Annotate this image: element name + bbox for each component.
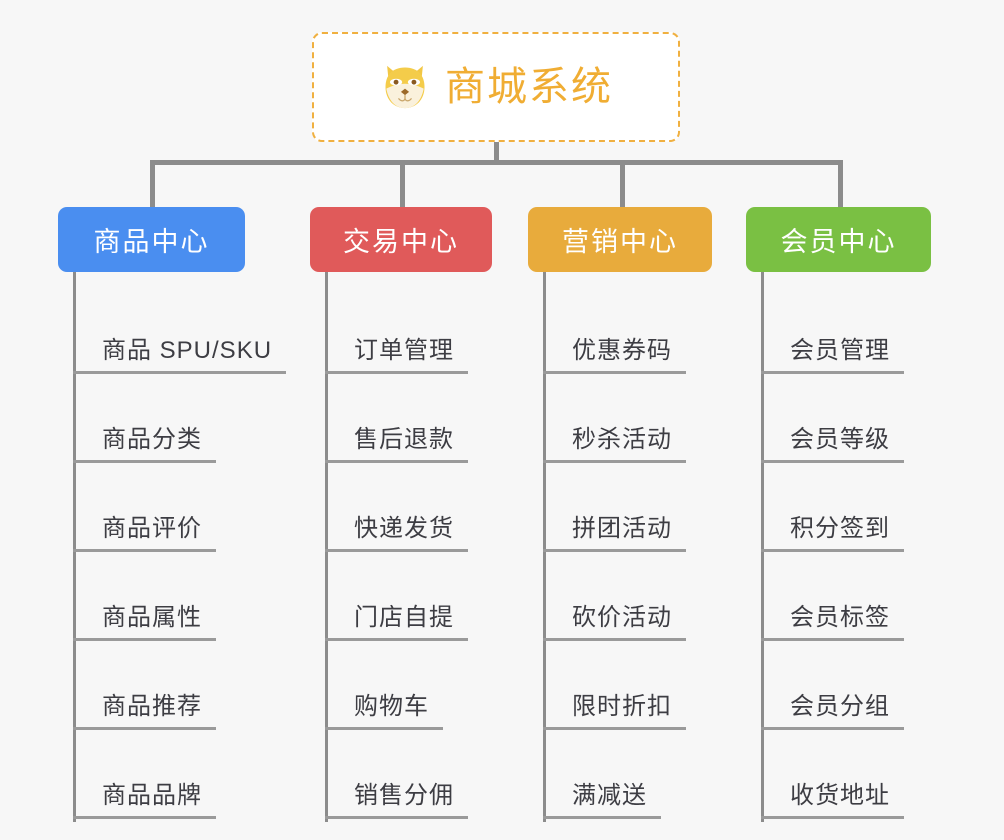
category-header-4[interactable]: 会员中心 [746, 207, 931, 272]
category-column-1: 商品中心 商品 SPU/SKU 商品分类 商品评价 商品属性 商品推荐 商品品牌 [58, 207, 308, 822]
leaf-label: 秒杀活动 [543, 426, 686, 463]
leaf-label: 砍价活动 [543, 604, 686, 641]
leaf-label: 会员管理 [761, 337, 904, 374]
root-node-title: 商城系统 [445, 65, 613, 109]
list-item[interactable]: 商品品牌 [58, 730, 308, 819]
leaf-spine-1 [73, 272, 76, 822]
connector-root-stem [494, 142, 499, 165]
category-header-2[interactable]: 交易中心 [310, 207, 492, 272]
leaf-label: 积分签到 [761, 515, 904, 552]
leaf-label: 售后退款 [325, 426, 468, 463]
category-header-1-label: 商品中心 [93, 227, 210, 257]
connector-drop-4 [838, 160, 843, 208]
list-item[interactable]: 收货地址 [746, 730, 966, 819]
leaf-label: 商品品牌 [73, 782, 216, 819]
leaf-label: 收货地址 [761, 782, 904, 819]
list-item[interactable]: 销售分佣 [310, 730, 530, 819]
connector-drop-3 [620, 160, 625, 208]
leaf-label: 优惠券码 [543, 337, 686, 374]
category-column-4: 会员中心 会员管理 会员等级 积分签到 会员标签 会员分组 收货地址 [746, 207, 966, 822]
list-item[interactable]: 秒杀活动 [528, 374, 748, 463]
list-item[interactable]: 积分签到 [746, 463, 966, 552]
category-column-2: 交易中心 订单管理 售后退款 快递发货 门店自提 购物车 销售分佣 [310, 207, 530, 822]
list-item[interactable]: 会员标签 [746, 552, 966, 641]
leaf-label: 会员等级 [761, 426, 904, 463]
leaf-label: 门店自提 [325, 604, 468, 641]
root-node-mall-system[interactable]: 商城系统 [312, 32, 680, 142]
leaf-list-4: 会员管理 会员等级 积分签到 会员标签 会员分组 收货地址 [746, 272, 966, 822]
connector-horizontal-bus [150, 160, 842, 165]
list-item[interactable]: 会员分组 [746, 641, 966, 730]
category-header-1[interactable]: 商品中心 [58, 207, 245, 272]
leaf-list-2: 订单管理 售后退款 快递发货 门店自提 购物车 销售分佣 [310, 272, 530, 822]
leaf-label: 商品属性 [73, 604, 216, 641]
leaf-label: 会员标签 [761, 604, 904, 641]
leaf-label: 销售分佣 [325, 782, 468, 819]
leaf-label: 商品 SPU/SKU [73, 337, 287, 374]
leaf-spine-2 [325, 272, 328, 822]
list-item[interactable]: 商品评价 [58, 463, 308, 552]
leaf-label: 拼团活动 [543, 515, 686, 552]
list-item[interactable]: 满减送 [528, 730, 748, 819]
category-header-2-label: 交易中心 [343, 227, 459, 257]
list-item[interactable]: 限时折扣 [528, 641, 748, 730]
leaf-list-3: 优惠券码 秒杀活动 拼团活动 砍价活动 限时折扣 满减送 [528, 272, 748, 822]
leaf-label: 限时折扣 [543, 693, 686, 730]
leaf-list-1: 商品 SPU/SKU 商品分类 商品评价 商品属性 商品推荐 商品品牌 [58, 272, 308, 822]
leaf-spine-3 [543, 272, 546, 822]
leaf-label: 购物车 [325, 693, 443, 730]
list-item[interactable]: 拼团活动 [528, 463, 748, 552]
category-column-3: 营销中心 优惠券码 秒杀活动 拼团活动 砍价活动 限时折扣 满减送 [528, 207, 748, 822]
leaf-spine-4 [761, 272, 764, 822]
leaf-label: 商品分类 [73, 426, 216, 463]
list-item[interactable]: 购物车 [310, 641, 530, 730]
category-header-4-label: 会员中心 [780, 227, 897, 257]
connector-drop-1 [150, 160, 155, 208]
list-item[interactable]: 商品推荐 [58, 641, 308, 730]
list-item[interactable]: 商品分类 [58, 374, 308, 463]
category-header-3-label: 营销中心 [562, 227, 678, 257]
list-item[interactable]: 售后退款 [310, 374, 530, 463]
leaf-label: 商品推荐 [73, 693, 216, 730]
connector-drop-2 [400, 160, 405, 208]
list-item[interactable]: 快递发货 [310, 463, 530, 552]
list-item[interactable]: 门店自提 [310, 552, 530, 641]
leaf-label: 订单管理 [325, 337, 468, 374]
list-item[interactable]: 砍价活动 [528, 552, 748, 641]
leaf-label: 满减送 [543, 782, 661, 819]
list-item[interactable]: 优惠券码 [528, 285, 748, 374]
list-item[interactable]: 订单管理 [310, 285, 530, 374]
leaf-label: 快递发货 [325, 515, 468, 552]
leaf-label: 商品评价 [73, 515, 216, 552]
list-item[interactable]: 会员管理 [746, 285, 966, 374]
leaf-label: 会员分组 [761, 693, 904, 730]
category-header-3[interactable]: 营销中心 [528, 207, 712, 272]
list-item[interactable]: 商品 SPU/SKU [58, 285, 308, 374]
list-item[interactable]: 商品属性 [58, 552, 308, 641]
list-item[interactable]: 会员等级 [746, 374, 966, 463]
shiba-dog-face-icon [385, 65, 425, 109]
